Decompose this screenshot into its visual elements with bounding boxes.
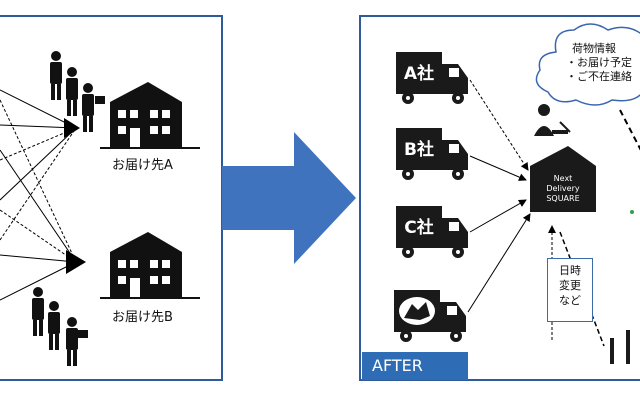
dest-b-label: お届け先B [112, 310, 173, 325]
hub-building-icon [530, 146, 596, 212]
delivery-person-icon [32, 287, 88, 366]
hub-label-line-1: Next [553, 174, 573, 183]
cloud-line-1: 荷物情報 [572, 42, 616, 55]
arrowhead-dest-a [64, 118, 80, 138]
operator-icon [534, 104, 571, 136]
cloud-line-2: ・お届け予定 [566, 56, 632, 69]
truck-to-hub-arrows [467, 79, 531, 313]
truck-b-label: B社 [404, 140, 434, 160]
hub-label-line-3: SQUARE [546, 194, 580, 203]
truck-a-icon [396, 52, 468, 104]
arrowhead-dest-b [66, 250, 86, 274]
change-line-3: など [559, 294, 581, 307]
change-line-2: 変更 [559, 279, 581, 292]
house-b-icon [100, 232, 200, 299]
bottom-dashed-link [559, 231, 605, 347]
cat-logo-truck-icon [394, 290, 466, 342]
truck-c-label: C社 [404, 218, 434, 238]
truck-c-icon [396, 206, 468, 258]
phone-icon [610, 330, 630, 364]
truck-a-label: A社 [403, 64, 435, 84]
hub-label-line-2: Delivery [546, 184, 580, 193]
before-delivery-lines [0, 89, 77, 301]
dest-a-label: お届け先A [112, 158, 173, 173]
truck-b-icon [396, 128, 468, 180]
delivery-person-icon [50, 51, 105, 132]
cloud-line-3: ・ご不在連絡 [566, 70, 632, 83]
change-line-1: 日時 [559, 264, 581, 277]
big-transition-arrow [222, 132, 356, 264]
house-a-icon [100, 82, 200, 149]
info-cloud [535, 23, 640, 106]
after-badge: AFTER [362, 352, 468, 380]
schedule-change-box: 日時 変更 など [547, 258, 593, 322]
green-dot [630, 210, 634, 214]
